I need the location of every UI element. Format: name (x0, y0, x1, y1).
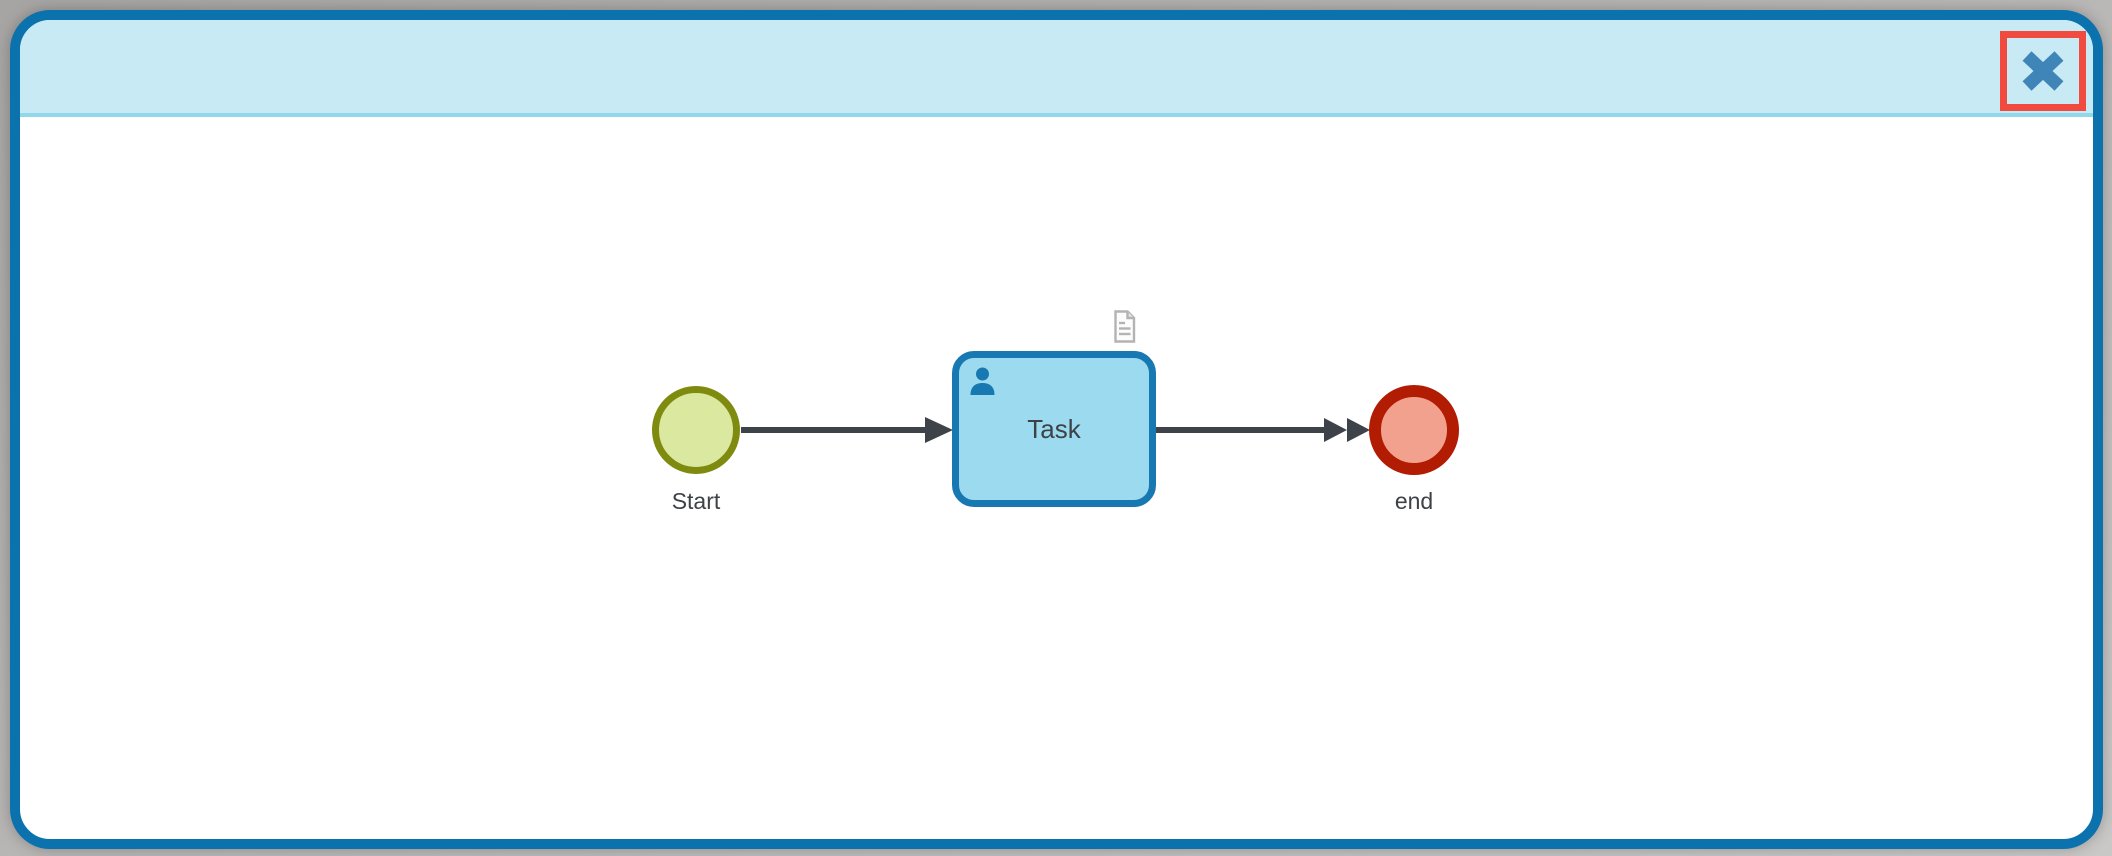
end-event-label: end (1394, 488, 1434, 514)
bpmn-canvas[interactable]: Start Task (20, 117, 2093, 839)
end-event-node[interactable] (1369, 385, 1459, 475)
close-icon (2022, 51, 2064, 91)
user-task-node[interactable]: Task (952, 351, 1156, 507)
start-event-node[interactable] (652, 386, 740, 474)
flow-line (741, 427, 927, 433)
task-label: Task (1027, 413, 1081, 444)
sequence-flow-start-to-task[interactable] (741, 414, 953, 446)
document-icon (1114, 310, 1136, 343)
arrowhead-icon (1347, 418, 1370, 442)
start-event-label: Start (671, 488, 721, 514)
close-button[interactable] (2000, 31, 2086, 111)
user-icon (970, 367, 995, 395)
flow-line (1156, 427, 1328, 433)
arrowhead-icon (925, 417, 953, 443)
modal-dialog: Start Task (10, 10, 2103, 849)
sequence-flow-task-to-end[interactable] (1156, 414, 1370, 446)
arrowhead-icon (1324, 418, 1347, 442)
modal-header (20, 20, 2093, 117)
modal-body: Start Task (20, 117, 2093, 839)
